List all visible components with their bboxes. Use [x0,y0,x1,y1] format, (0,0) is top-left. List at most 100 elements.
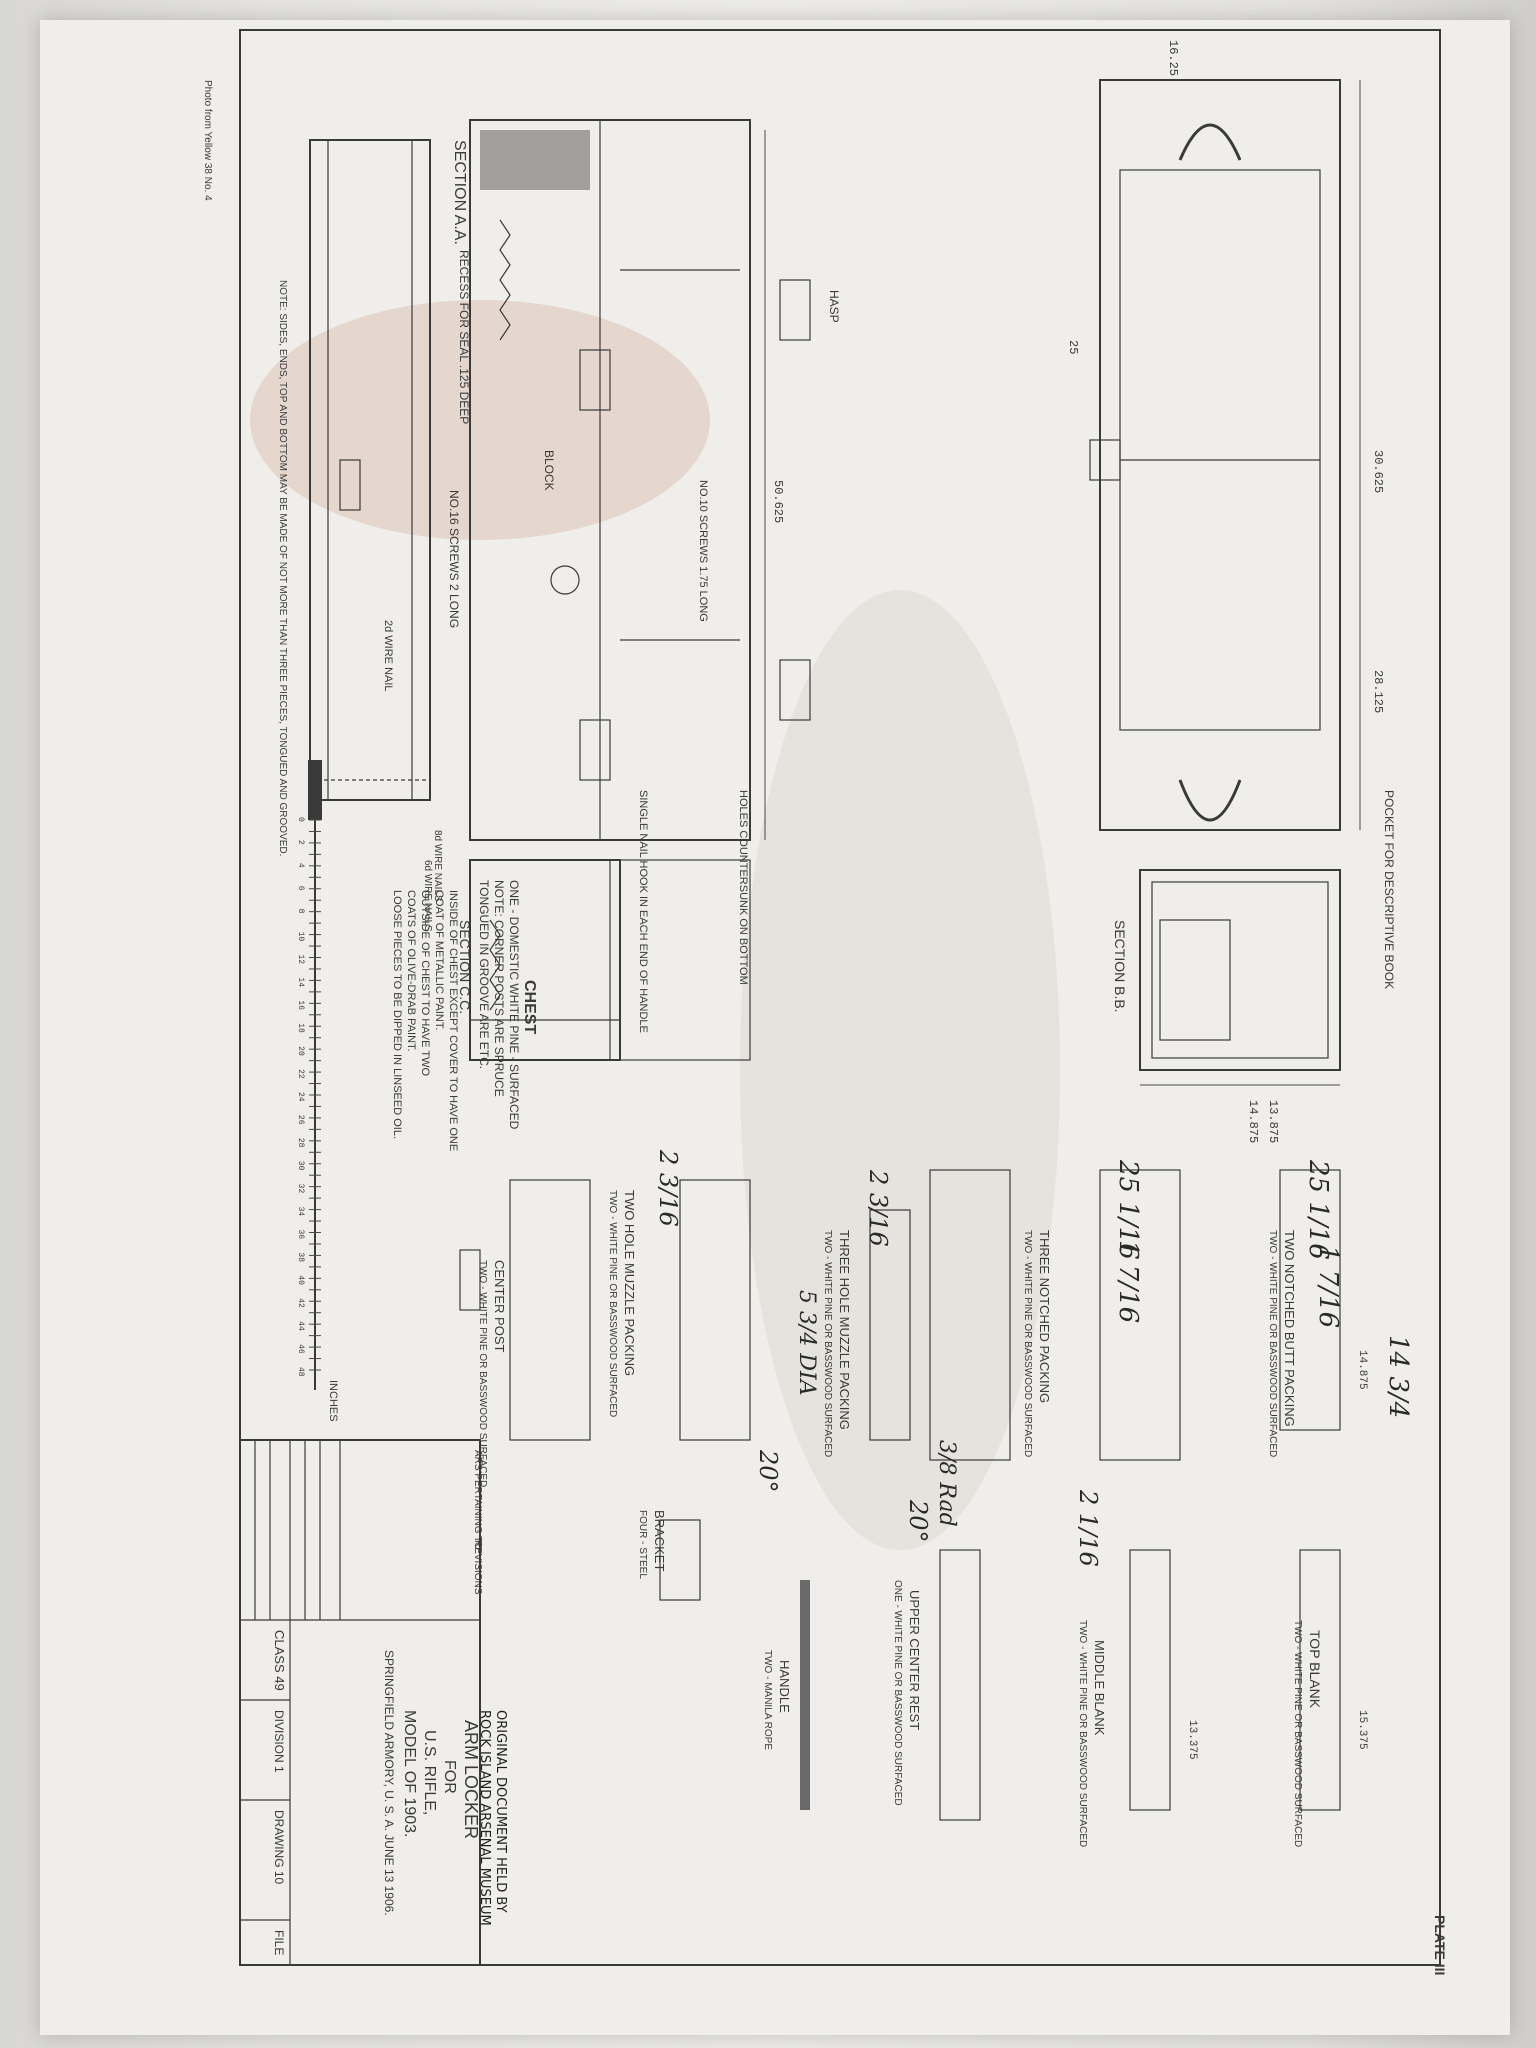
scale-label: INCHES [327,1380,339,1422]
scale-tick-label: 30 [296,1161,305,1171]
scale-tick-label: 18 [296,1023,305,1033]
scale-tick-label: 32 [296,1184,305,1194]
scale-tick-label: 8 [296,909,305,914]
title-block-sub-1: FOR [441,1760,458,1794]
part-two-hole-desc: TWO - WHITE PINE OR BASSWOOD SURFACED [607,1190,618,1417]
coffee-stain [250,300,710,540]
part-bracket: BRACKET [652,1510,667,1571]
section-bb-view [1139,869,1341,1086]
screws-note: NO.16 SCREWS 2 LONG [447,490,461,628]
scale-tick-label: 22 [296,1069,305,1079]
scale-tick-label: 34 [296,1207,305,1217]
hand-note-a: 14 3/4 [1383,1335,1413,1418]
nail-note-3: 6d WIRE NAILS [422,860,433,932]
dim-overall: 50.625 [771,480,785,523]
archive-note-line-1: ORIGINAL DOCUMENT HELD BY [493,1710,508,1913]
hand-note-d: 25 1/16 [1113,1159,1143,1260]
scale-tick-label: 48 [296,1367,305,1377]
hasp-label: HASP [827,290,841,323]
hand-note-l: 2 3/16 [864,1169,892,1247]
dim-width: 14.875 [1246,1100,1260,1143]
dim-half: 25 [1066,340,1080,354]
scale-tick-label: 44 [296,1321,305,1331]
coffee-stain-2 [740,590,1060,1550]
part-dim-3: 13.375 [1186,1720,1198,1760]
part-upper-center-desc: ONE - WHITE PINE OR BASSWOOD SURFACED [892,1580,903,1806]
hand-note-k: 2 3/16 [654,1149,682,1227]
paint-note-3: OUTSIDE OF CHEST TO HAVE TWO [419,890,431,1076]
hand-note-g: 5 3/4 DIA [794,1290,819,1396]
paint-note-2: COAT OF METALLIC PAINT. [433,890,445,1030]
scale-tick-label: 36 [296,1230,305,1240]
dim-side-2: 28.125 [1371,670,1385,713]
part-notched-butt-desc: TWO - WHITE PINE OR BASSWOOD SURFACED [1267,1230,1278,1457]
section-cc-view [469,859,751,1061]
dim-side: 30.625 [1371,450,1385,493]
part-dim-2: 15.375 [1356,1710,1368,1750]
hook-note: SINGLE NAIL HOOK IN EACH END OF HANDLE [637,790,649,1033]
title-block-division: DIVISION 1 [272,1710,286,1773]
scale-tick-label: 46 [296,1344,305,1354]
scale-tick-label: 28 [296,1138,305,1148]
title-block-frame [239,1439,481,1966]
part-center-post: CENTER POST [492,1260,507,1353]
title-block-class: CLASS 49 [272,1630,287,1691]
scale-tick-label: 26 [296,1115,305,1125]
part-notched-butt: TWO NOTCHED BUTT PACKING [1282,1230,1297,1427]
plate-label: PLATE III [1432,1915,1448,1975]
archive-note: ORIGINAL DOCUMENT HELD BY ROCK ISLAND AR… [476,1710,508,1926]
part-two-hole: TWO HOLE MUZZLE PACKING [622,1190,637,1376]
recess-note: RECESS FOR SEAL .125 DEEP [457,250,471,424]
dim-inner: 13.875 [1266,1100,1280,1143]
hand-note-f: 2 1/16 [1074,1489,1102,1567]
sheet-border [239,29,1441,1966]
title-block-file: FILE [272,1930,286,1955]
scale-tick-label: 0 [296,817,305,822]
hand-note-i: 20° [904,1499,932,1543]
paint-note-1: INSIDE OF CHEST EXCEPT COVER TO HAVE ONE [447,890,459,1151]
nail-note-2: 8d WIRE NAILS [432,830,443,902]
scale-tick-label: 16 [296,1000,305,1010]
part-handle: HANDLE [777,1660,792,1713]
scale-tick-label: 24 [296,1092,305,1102]
part-three-notched: THREE NOTCHED PACKING [1037,1230,1052,1403]
scale-bar [308,760,322,1390]
title-block-drawing: DRAWING 10 [272,1810,286,1885]
pocket-note: POCKET FOR DESCRIPTIVE BOOK [1382,790,1396,989]
archive-note-line-2: ROCK ISLAND ARSENAL MUSEUM [477,1710,492,1926]
title-block-revisions: REVISIONS [472,1540,483,1595]
hand-note-j: 3/8 Rad [934,1440,959,1527]
scale-tick-label: 38 [296,1252,305,1262]
scale-tick-label: 2 [296,840,305,845]
title-block-armory: SPRINGFIELD ARMORY, U. S. A. JUNE 13 190… [382,1650,396,1916]
scale-tick-label: 14 [296,977,305,987]
screws-note-2: NO.10 SCREWS 1.75 LONG [697,480,709,622]
section-aa-label: SECTION A.A. [451,140,468,245]
blueprint-drawing: SECTION A.A. RECESS FOR SEAL .125 DEEP N… [202,29,1448,1975]
scale-tick-label: 40 [296,1275,305,1285]
title-block-title: ARM LOCKER [461,1720,481,1839]
side-elevation-view [469,119,811,841]
dim-top: 16.25 [1166,40,1180,76]
scale-tick-label: 4 [296,863,305,868]
parts-drawings [459,1169,1341,1821]
hand-note-h: 20° [754,1449,782,1493]
chest-line-3: TONGUED IN GROOVE ARE ETC. [477,880,491,1069]
part-upper-center: UPPER CENTER REST [907,1590,922,1730]
top-plan-view [1089,79,1361,831]
part-top-blank-desc: TWO - WHITE PINE OR BASSWOOD SURFACED [1292,1620,1303,1847]
part-middle-blank-desc: TWO - WHITE PINE OR BASSWOOD SURFACED [1077,1620,1088,1847]
chest-line-1: ONE - DOMESTIC WHITE PINE - SURFACED [507,880,521,1130]
hand-note-e: 1 7/16 [1113,1240,1143,1323]
scale-tick-label: 20 [296,1046,305,1056]
part-three-hole: THREE HOLE MUZZLE PACKING [837,1230,852,1430]
title-block-sub-3: MODEL OF 1903. [401,1710,418,1837]
hand-note-c: 1 7/16 [1313,1245,1343,1328]
part-three-notched-desc: TWO - WHITE PINE OR BASSWOOD SURFACED [1022,1230,1033,1457]
scale-tick-label: 10 [296,932,305,942]
section-aa-view [309,139,431,801]
chest-line-2: NOTE: CORNER POSTS ARE SPRUCE [492,880,506,1097]
paint-note-4: COATS OF OLIVE-DRAB PAINT. [405,890,417,1052]
part-handle-desc: TWO - MANILA ROPE [762,1650,773,1750]
section-bb-label: SECTION B.B. [1112,920,1128,1013]
